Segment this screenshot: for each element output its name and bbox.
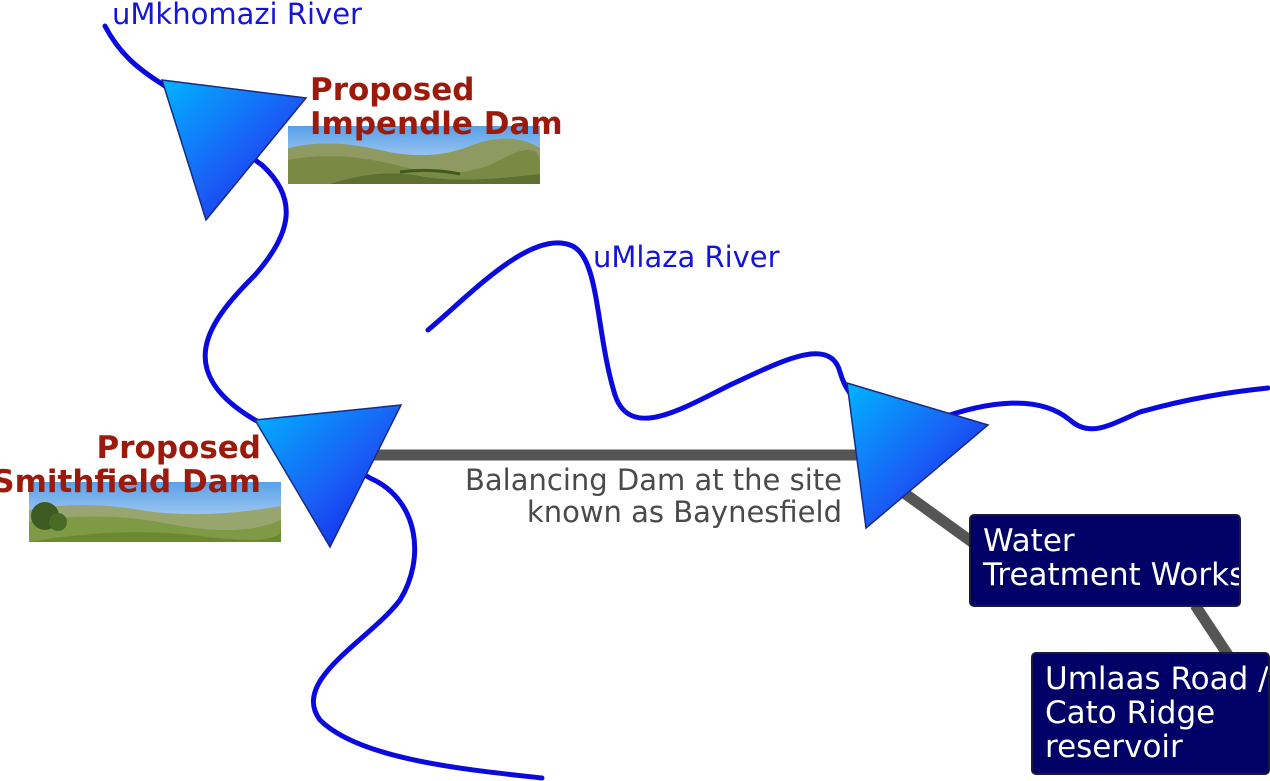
smithfield-photo [29, 482, 281, 542]
reservoir-line2: Cato Ridge [1045, 695, 1216, 731]
smithfield-dam-label: Proposed Smithfield Dam [0, 431, 261, 499]
umlaza-river-label: uMlaza River [593, 240, 780, 274]
smithfield-dam-label-line1: Proposed [96, 430, 261, 466]
impendle-photo [288, 126, 540, 184]
water-treatment-line1: Water [983, 523, 1075, 559]
impendle-dam-triangle-icon [160, 79, 308, 222]
reservoir-line3: reservoir [1045, 729, 1183, 765]
balancing-dam-label: Balancing Dam at the site known as Bayne… [465, 464, 842, 528]
impendle-dam-label: Proposed Impendle Dam [310, 73, 563, 141]
impendle-dam-label-line1: Proposed [310, 72, 475, 108]
water-treatment-works-box: Water Treatment Works [969, 514, 1241, 607]
pipeline-to-reservoir [1190, 601, 1233, 659]
balancing-dam-label-line2: known as Baynesfield [526, 495, 842, 529]
smithfield-dam-label-line2: Smithfield Dam [0, 464, 261, 500]
water-treatment-line2: Treatment Works [983, 557, 1241, 593]
umkhomazi-river-label: uMkhomazi River [112, 0, 362, 31]
smithfield-dam-triangle-icon [253, 404, 403, 549]
reservoir-box: Umlaas Road / Cato Ridge reservoir [1031, 652, 1270, 775]
impendle-dam-label-line2: Impendle Dam [310, 106, 563, 142]
reservoir-line1: Umlaas Road / [1045, 661, 1269, 697]
pipeline-to-treatment [896, 485, 976, 547]
baynesfield-dam-triangle-icon [846, 381, 990, 530]
balancing-dam-label-line1: Balancing Dam at the site [465, 463, 842, 497]
umlaza-river-line [425, 240, 1270, 432]
